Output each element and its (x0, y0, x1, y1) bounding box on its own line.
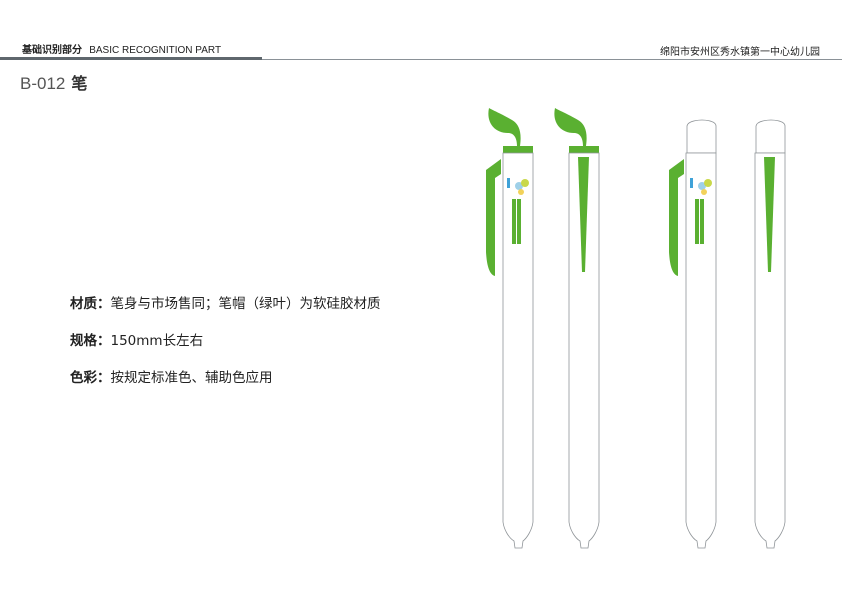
pen-logo-text (512, 199, 521, 244)
section-title-en: BASIC RECOGNITION PART (89, 45, 222, 56)
section-title-cn: 基础识别部分 (22, 45, 82, 56)
pen-side-plain (754, 119, 786, 549)
spec-size-value: 150mm长左右 (110, 333, 204, 349)
spec-material-key: 材质： (70, 296, 111, 312)
pen-side-stripe (578, 157, 589, 272)
page-code: B-012 (20, 74, 66, 93)
page-title: 笔 (71, 74, 88, 93)
spec-color-key: 色彩： (70, 370, 111, 386)
pen-logo-icon (507, 178, 529, 195)
pen-clip (486, 159, 501, 276)
pen-side-stripe-2 (764, 157, 775, 272)
spec-size: 规格：150mm长左右 (70, 329, 203, 349)
header-rule-thin (262, 58, 842, 60)
pen-logo-icon-2 (690, 178, 712, 195)
spec-color-value: 按规定标准色、辅助色应用 (110, 370, 273, 386)
organization-name: 绵阳市安州区秀水镇第一中心幼儿园 (660, 47, 820, 58)
pen-front-plain (669, 119, 717, 549)
pen-clip-2 (669, 159, 684, 276)
spec-color: 色彩：按规定标准色、辅助色应用 (70, 366, 273, 386)
leaf-cap-icon-2 (554, 108, 587, 146)
spec-material: 材质：笔身与市场售同；笔帽（绿叶）为软硅胶材质 (70, 292, 381, 312)
header-section-label: 基础识别部分 BASIC RECOGNITION PART (22, 41, 221, 56)
page-code-title: B-012 笔 (20, 70, 87, 94)
leaf-cap-icon (488, 108, 521, 146)
spec-size-key: 规格： (70, 333, 111, 349)
pen-side-leaf (554, 108, 600, 549)
spec-material-value: 笔身与市场售同；笔帽（绿叶）为软硅胶材质 (110, 296, 381, 312)
pen-front-leaf (486, 108, 534, 549)
header-rule-thick (0, 57, 262, 60)
pen-logo-text-2 (695, 199, 704, 244)
